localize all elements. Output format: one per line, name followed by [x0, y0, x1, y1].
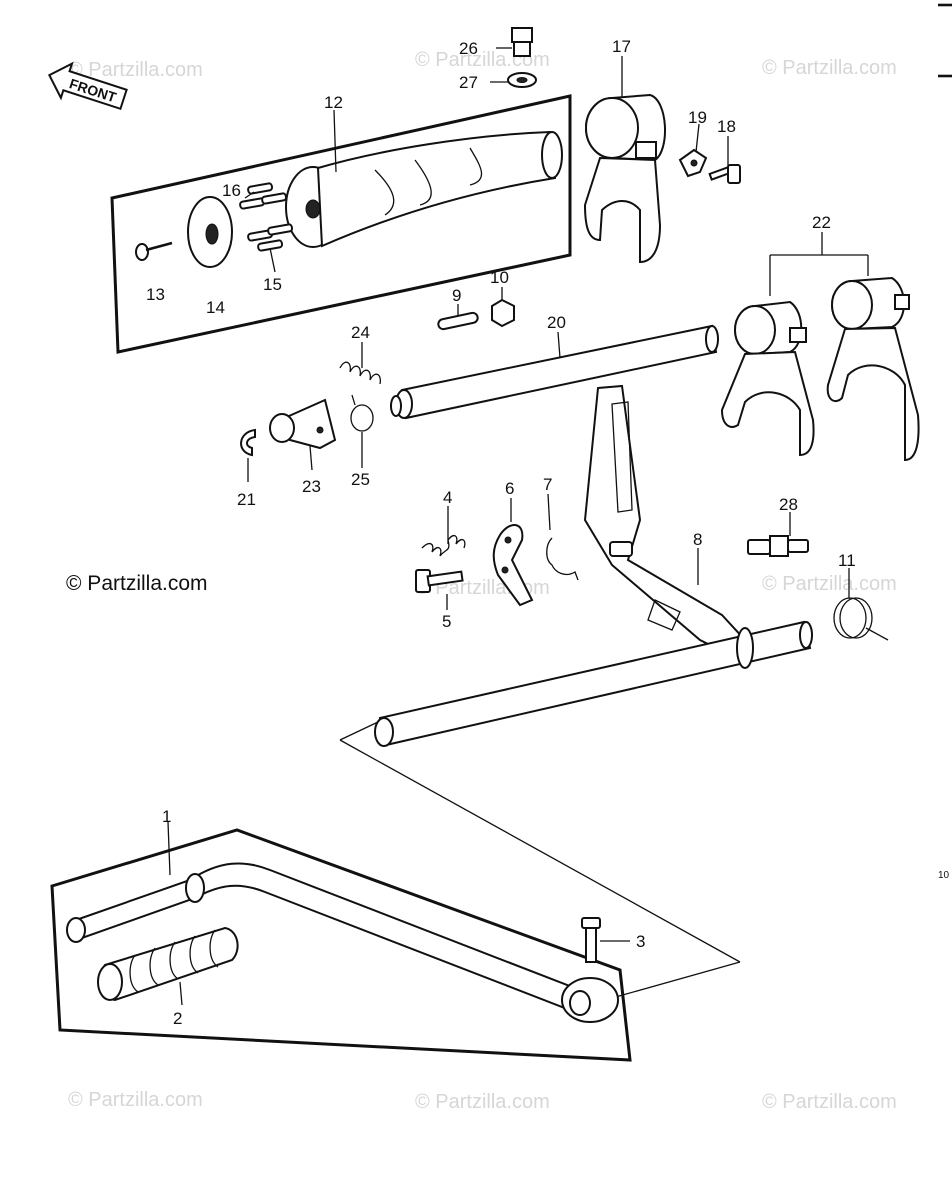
callout-12: 12: [324, 93, 343, 112]
leader-line: [611, 961, 741, 999]
cam-plate: [187, 196, 233, 268]
corner-code: 10: [938, 870, 950, 881]
circlip: [240, 428, 256, 457]
screw: [135, 241, 173, 261]
watermark: © Partzilla.com: [762, 1091, 897, 1113]
callout-23: 23: [302, 477, 321, 496]
torsion-spring: [350, 394, 374, 432]
camshaft-group-box: [110, 94, 572, 354]
watermark: © Partzilla.com: [68, 59, 203, 81]
callout-6: 6: [505, 479, 514, 498]
stud-bolt: [747, 535, 809, 557]
leader-line: [339, 721, 379, 741]
callout-24: 24: [351, 323, 370, 342]
callout-14: 14: [206, 298, 225, 317]
callout-27: 27: [459, 73, 478, 92]
leader-line: [339, 739, 741, 963]
shift-fork-22b: [826, 276, 920, 462]
callout-3: 3: [636, 932, 645, 951]
callout-17: 17: [612, 37, 631, 56]
shift-fork-22a: [720, 300, 815, 457]
pedal-bolt: [581, 917, 601, 963]
callout-22: 22: [812, 213, 831, 232]
callout-21: 21: [237, 490, 256, 509]
set-plate: [492, 524, 534, 607]
callout-7: 7: [543, 475, 552, 494]
watermark: © Partzilla.com: [415, 1091, 550, 1113]
return-spring: [339, 361, 381, 385]
shift-shaft: [374, 620, 813, 747]
watermark: © Partzilla.com: [762, 573, 897, 595]
callout-25: 25: [351, 470, 370, 489]
bolt: [708, 164, 741, 184]
nut: [491, 298, 515, 328]
shift-fork-17: [583, 93, 666, 264]
callout-2: 2: [173, 1009, 182, 1028]
lock-washer: [678, 148, 708, 178]
callout-28: 28: [779, 495, 798, 514]
callout-19: 19: [688, 108, 707, 127]
washer: [507, 72, 537, 88]
callout-13: 13: [146, 285, 165, 304]
watermark: © Partzilla.com: [762, 57, 897, 79]
callout-5: 5: [442, 612, 451, 631]
callout-10: 10: [490, 268, 509, 287]
shift-pedal: [66, 862, 619, 1023]
copyright-text: © Partzilla.com: [66, 572, 208, 595]
shift-arm: [583, 384, 747, 662]
spring-4: [421, 535, 466, 557]
watermark: © Partzilla.com: [68, 1089, 203, 1111]
callout-20: 20: [547, 313, 566, 332]
pins: [239, 182, 294, 252]
callout-11: 11: [838, 551, 856, 570]
plug-bolt: [511, 27, 533, 57]
callout-1: 1: [162, 807, 171, 826]
callout-18: 18: [717, 117, 736, 136]
callout-4: 4: [443, 488, 452, 507]
callout-9: 9: [452, 286, 461, 305]
callout-26: 26: [459, 39, 478, 58]
spring-7: [546, 537, 579, 581]
spring-11: [833, 597, 889, 641]
fork-shaft: [390, 324, 719, 420]
callout-16: 16: [222, 181, 241, 200]
callout-15: 15: [263, 275, 282, 294]
shift-drum: [285, 130, 563, 248]
callout-leaders: [167, 47, 850, 1006]
callout-8: 8: [693, 530, 702, 549]
bolt-5: [415, 569, 464, 593]
pedal-rubber: [97, 926, 239, 1002]
dowel-pin: [437, 311, 479, 331]
stopper-lever: [269, 398, 337, 450]
pedal-group-box: [50, 828, 632, 1062]
